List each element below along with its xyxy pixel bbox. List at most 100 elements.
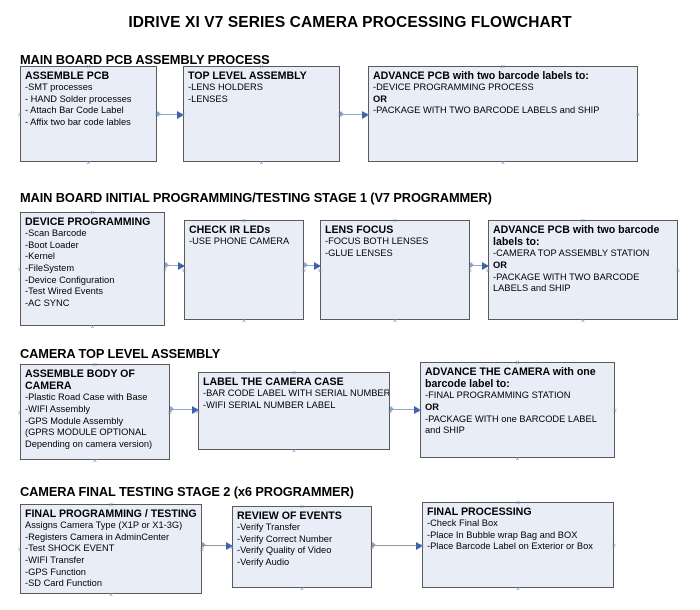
selection-handle-top-icon[interactable] xyxy=(392,217,399,224)
process-box-title: FINAL PROCESSING xyxy=(427,506,532,518)
selection-handle-right-icon[interactable] xyxy=(337,111,344,118)
process-box-line: -WIFI Transfer xyxy=(25,554,85,565)
connector-arrow[interactable] xyxy=(388,405,421,415)
selection-handle-left-icon[interactable] xyxy=(17,409,24,416)
selection-handle-right-icon[interactable] xyxy=(369,544,376,551)
selection-handle-top-icon[interactable] xyxy=(291,369,298,376)
selection-handle-left-icon[interactable] xyxy=(180,111,187,118)
selection-handle-right-icon[interactable] xyxy=(199,546,206,553)
selection-handle-right-icon[interactable] xyxy=(387,408,394,415)
process-box-line: -FOCUS BOTH LENSES xyxy=(325,236,429,247)
selection-handle-right-icon[interactable] xyxy=(162,266,169,273)
selection-handle-bottom-icon[interactable] xyxy=(258,159,265,166)
selection-handle-right-icon[interactable] xyxy=(154,111,161,118)
selection-handle-left-icon[interactable] xyxy=(195,408,202,415)
selection-handle-bottom-icon[interactable] xyxy=(89,323,96,330)
selection-handle-bottom-icon[interactable] xyxy=(514,455,521,462)
selection-handle-bottom-icon[interactable] xyxy=(299,585,306,592)
selection-handle-bottom-icon[interactable] xyxy=(92,457,99,464)
selection-handle-bottom-icon[interactable] xyxy=(108,591,115,598)
selection-handle-top-icon[interactable] xyxy=(580,217,587,224)
process-box-line: -Kernel xyxy=(25,251,55,262)
selection-handle-top-icon[interactable] xyxy=(89,209,96,216)
process-box-title: ADVANCE THE CAMERA with one barcode labe… xyxy=(425,366,596,391)
selection-handle-right-icon[interactable] xyxy=(301,267,308,274)
selection-handle-top-icon[interactable] xyxy=(92,361,99,368)
selection-handle-bottom-icon[interactable] xyxy=(85,159,92,166)
process-box-line: -FINAL PROGRAMMING STATION xyxy=(425,390,571,401)
process-box-line: -Test SHOCK EVENT xyxy=(25,543,115,554)
process-box[interactable]: LENS FOCUS-FOCUS BOTH LENSES-GLUE LENSES xyxy=(320,220,470,320)
selection-handle-right-icon[interactable] xyxy=(167,409,174,416)
selection-handle-bottom-icon[interactable] xyxy=(241,317,248,324)
selection-handle-bottom-icon[interactable] xyxy=(291,447,298,454)
selection-handle-left-icon[interactable] xyxy=(229,544,236,551)
process-box-line: -Place Barcode Label on Exterior or Box xyxy=(427,541,593,552)
process-box-title: ASSEMBLE PCB xyxy=(25,70,110,82)
process-box-line: -GPS Function xyxy=(25,566,86,577)
connector-arrow[interactable] xyxy=(200,541,233,551)
process-box-line: -Device Configuration xyxy=(25,274,115,285)
selection-handle-top-icon[interactable] xyxy=(515,499,522,506)
selection-handle-right-icon[interactable] xyxy=(467,267,474,274)
selection-handle-left-icon[interactable] xyxy=(485,267,492,274)
selection-handle-top-icon[interactable] xyxy=(299,503,306,510)
selection-handle-right-icon[interactable] xyxy=(675,267,682,274)
process-box[interactable]: ADVANCE PCB with two barcode labels to:-… xyxy=(368,66,638,162)
process-box-line: -Place In Bubble wrap Bag and BOX xyxy=(427,529,578,540)
process-box[interactable]: FINAL PROCESSING -Check Final Box-Place … xyxy=(422,502,614,588)
process-box-line: - Attach Bar Code Label xyxy=(25,105,124,116)
selection-handle-top-icon[interactable] xyxy=(108,501,115,508)
selection-handle-bottom-icon[interactable] xyxy=(515,585,522,592)
selection-handle-left-icon[interactable] xyxy=(17,266,24,273)
process-box[interactable]: ASSEMBLE PCB-SMT processes- HAND Solder … xyxy=(20,66,157,162)
selection-handle-top-icon[interactable] xyxy=(514,359,521,366)
process-box[interactable]: ADVANCE THE CAMERA with one barcode labe… xyxy=(420,362,615,458)
section-heading-0: MAIN BOARD PCB ASSEMBLY PROCESS xyxy=(20,52,270,67)
process-box-line: OR xyxy=(373,93,387,104)
process-box-line: -SD Card Function xyxy=(25,578,102,589)
selection-handle-right-icon[interactable] xyxy=(611,542,618,549)
process-box-line: -PACKAGE WITH TWO BARCODE LABELS and SHI… xyxy=(373,105,600,116)
process-box-line: -Verify Quality of Video xyxy=(237,545,332,556)
selection-handle-right-icon[interactable] xyxy=(635,111,642,118)
process-box-line: -DEVICE PROGRAMMING PROCESS xyxy=(373,82,534,93)
process-box[interactable]: REVIEW OF EVENTS-Verify Transfer-Verify … xyxy=(232,506,372,588)
process-box[interactable]: CHECK IR LEDs-USE PHONE CAMERA xyxy=(184,220,304,320)
process-box[interactable]: LABEL THE CAMERA CASE-BAR CODE LABEL WIT… xyxy=(198,372,390,450)
process-box[interactable]: TOP LEVEL ASSEMBLY-LENS HOLDERS-LENSES xyxy=(183,66,340,162)
selection-handle-left-icon[interactable] xyxy=(17,111,24,118)
process-box[interactable]: DEVICE PROGRAMMING-Scan Barcode-Boot Loa… xyxy=(20,212,165,326)
selection-handle-bottom-icon[interactable] xyxy=(580,317,587,324)
process-box-line: -SMT processes xyxy=(25,82,93,93)
process-box-line: -Verify Correct Number xyxy=(237,533,333,544)
process-box-line: - HAND Solder processes xyxy=(25,93,132,104)
process-box[interactable]: ADVANCE PCB with two barcode labels to:-… xyxy=(488,220,678,320)
process-box[interactable]: ASSEMBLE BODY OF CAMERA-Plastic Road Cas… xyxy=(20,364,170,460)
selection-handle-bottom-icon[interactable] xyxy=(500,159,507,166)
process-box-line: -FileSystem xyxy=(25,262,75,273)
connector-arrow[interactable] xyxy=(370,541,423,551)
selection-handle-top-icon[interactable] xyxy=(500,63,507,70)
selection-handle-right-icon[interactable] xyxy=(612,407,619,414)
selection-handle-left-icon[interactable] xyxy=(181,267,188,274)
selection-handle-top-icon[interactable] xyxy=(241,217,248,224)
process-box-line: -WIFI Assembly xyxy=(25,404,91,414)
selection-handle-left-icon[interactable] xyxy=(17,546,24,553)
process-box-line: -Plastic Road Case with Base xyxy=(25,392,148,403)
selection-handle-bottom-icon[interactable] xyxy=(392,317,399,324)
process-box-line: -BAR CODE LABEL WITH SERIAL NUMBER xyxy=(203,388,390,399)
process-box-line: OR xyxy=(425,402,439,412)
process-box-title: TOP LEVEL ASSEMBLY xyxy=(188,70,307,82)
selection-handle-top-icon[interactable] xyxy=(85,63,92,70)
selection-handle-left-icon[interactable] xyxy=(317,267,324,274)
process-box-line: -AC SYNC xyxy=(25,297,70,308)
selection-handle-top-icon[interactable] xyxy=(258,63,265,70)
selection-handle-left-icon[interactable] xyxy=(417,407,424,414)
connector-shaft xyxy=(390,409,420,411)
selection-handle-left-icon[interactable] xyxy=(419,542,426,549)
process-box-line: Depending on camera version) xyxy=(25,438,153,449)
process-box-line: -LENSES xyxy=(188,93,228,104)
selection-handle-left-icon[interactable] xyxy=(365,111,372,118)
